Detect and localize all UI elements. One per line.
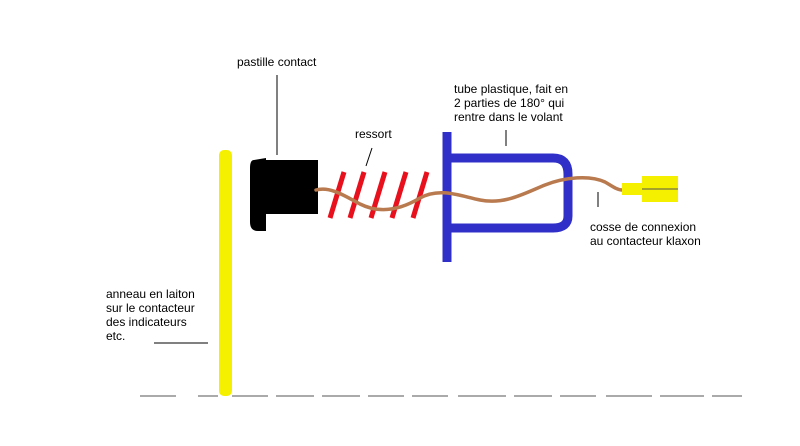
contact-pad xyxy=(250,158,318,231)
label-cosse-line-2: au contacteur klaxon xyxy=(590,234,701,248)
label-tube-line-1: tube plastique, fait en xyxy=(454,82,569,96)
label-pastille: pastille contact xyxy=(237,55,317,69)
label-anneau: anneau en laiton sur le contacteur des i… xyxy=(106,287,195,343)
label-cosse: cosse de connexion au contacteur klaxon xyxy=(590,220,701,248)
terminal xyxy=(622,176,678,202)
label-tube-line-2: 2 parties de 180° qui xyxy=(454,96,565,110)
brass-ring xyxy=(219,150,232,396)
leader-lines xyxy=(154,75,599,344)
label-anneau-line-2: sur le contacteur xyxy=(106,301,195,315)
label-tube-line-3: rentre dans le volant xyxy=(454,110,563,124)
plastic-tube xyxy=(442,132,573,262)
label-tube: tube plastique, fait en 2 parties de 180… xyxy=(454,82,568,124)
label-anneau-line-4: etc. xyxy=(106,329,126,343)
label-cosse-line-1: cosse de connexion xyxy=(590,220,697,234)
label-anneau-line-1: anneau en laiton xyxy=(106,287,195,301)
label-anneau-line-3: des indicateurs xyxy=(106,315,187,329)
label-ressort: ressort xyxy=(355,127,392,141)
wire xyxy=(314,176,624,212)
